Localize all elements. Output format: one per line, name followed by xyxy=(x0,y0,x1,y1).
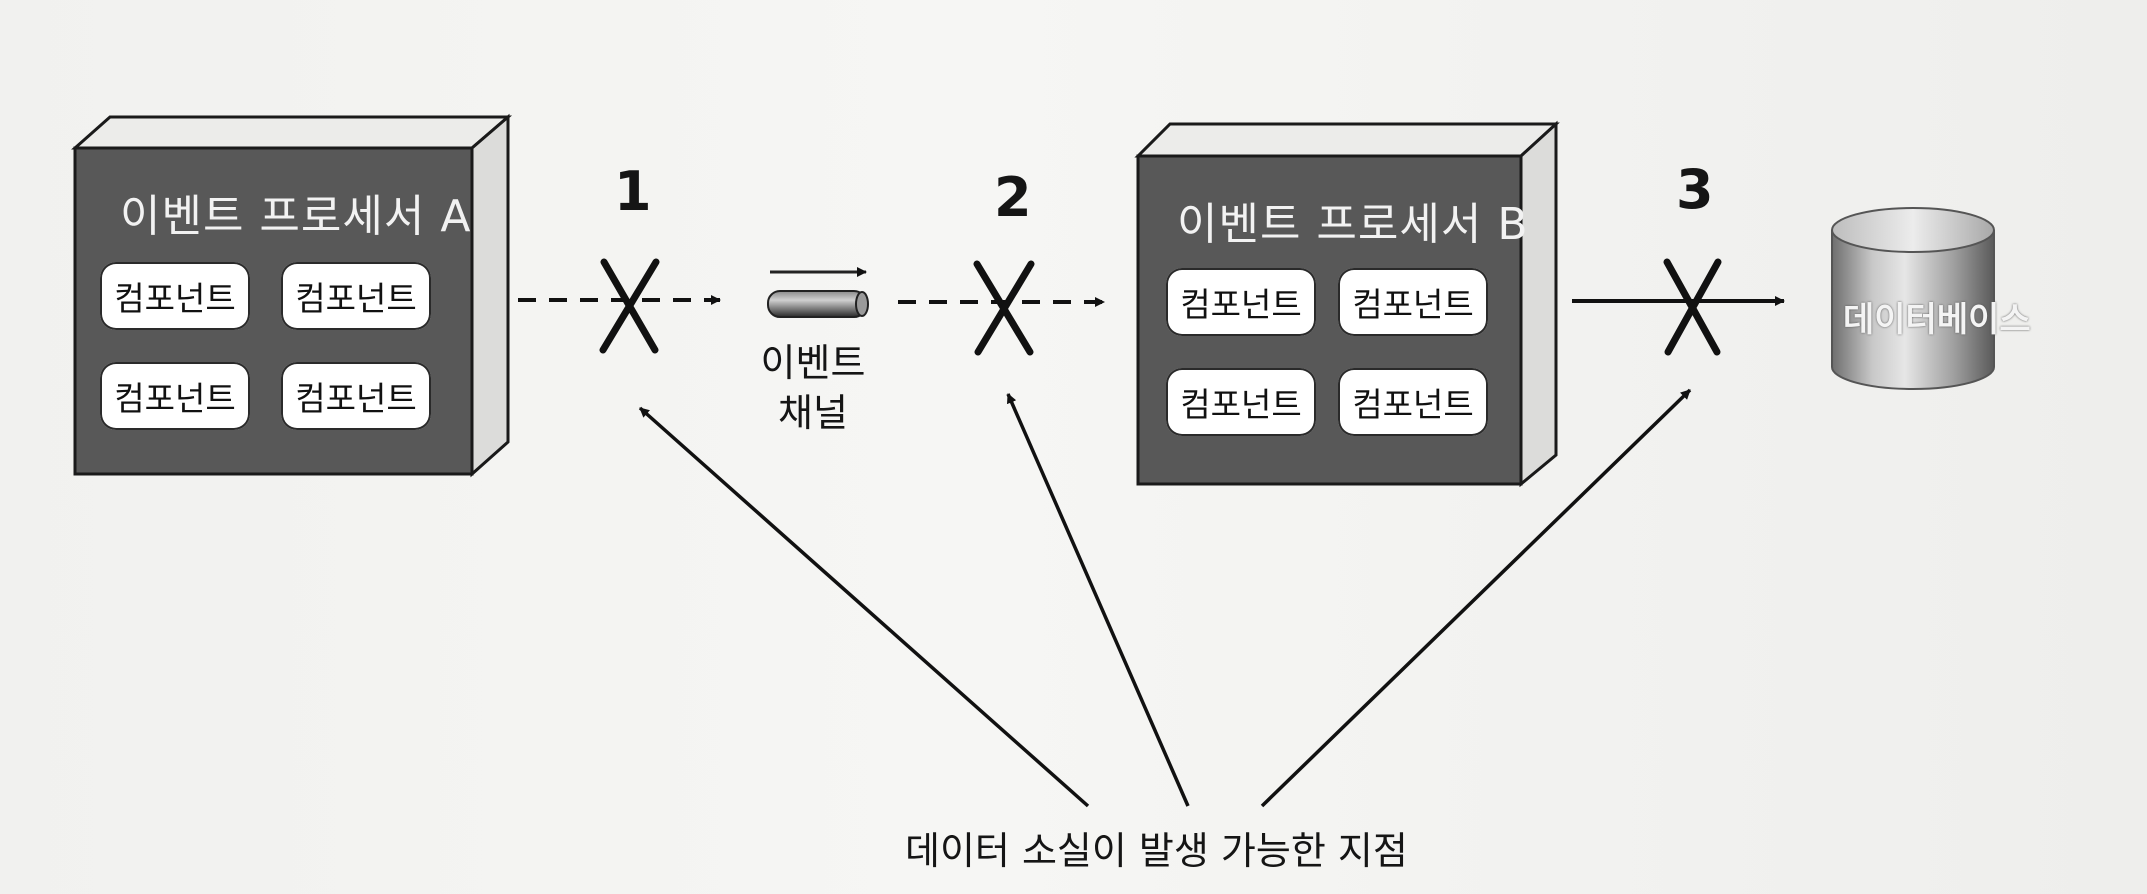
database-label: 데이터베이스 xyxy=(1843,300,2031,340)
processor-a-component-3: 컴포넌트 xyxy=(100,362,250,430)
loss-point-1-x-mark xyxy=(599,258,660,354)
database-cylinder-icon xyxy=(1831,207,1995,390)
pointer-arrow-to-point-1 xyxy=(638,406,1090,808)
processor-a-component-2: 컴포넌트 xyxy=(281,262,431,330)
processor-b-component-4: 컴포넌트 xyxy=(1338,368,1488,436)
processor-b-component-2: 컴포넌트 xyxy=(1338,268,1488,336)
loss-point-2-x-mark xyxy=(973,260,1035,356)
pointer-arrow-to-point-3 xyxy=(1260,388,1692,808)
processor-b-component-1: 컴포넌트 xyxy=(1166,268,1316,336)
loss-point-2-number: 2 xyxy=(994,166,1032,229)
processor-a-component-1: 컴포넌트 xyxy=(100,262,250,330)
event-processor-b-title: 이벤트 프로세서 B xyxy=(1177,199,1529,250)
loss-point-3-number: 3 xyxy=(1676,158,1714,221)
loss-point-1-number: 1 xyxy=(614,160,652,223)
event-channel-label: 이벤트 채널 xyxy=(748,338,878,438)
processor-b-component-3: 컴포넌트 xyxy=(1166,368,1316,436)
event-channel-label-line1: 이벤트 xyxy=(760,341,866,385)
event-channel-pipe-icon xyxy=(767,290,869,318)
event-channel-label-line2: 채널 xyxy=(778,391,848,435)
processor-a-component-4: 컴포넌트 xyxy=(281,362,431,430)
data-loss-caption: 데이터 소실이 발생 가능한 지점 xyxy=(905,829,1408,873)
pointer-arrow-to-point-2 xyxy=(1006,393,1190,807)
event-processor-a-title: 이벤트 프로세서 A xyxy=(120,191,472,242)
loss-point-3-x-mark xyxy=(1663,258,1722,356)
